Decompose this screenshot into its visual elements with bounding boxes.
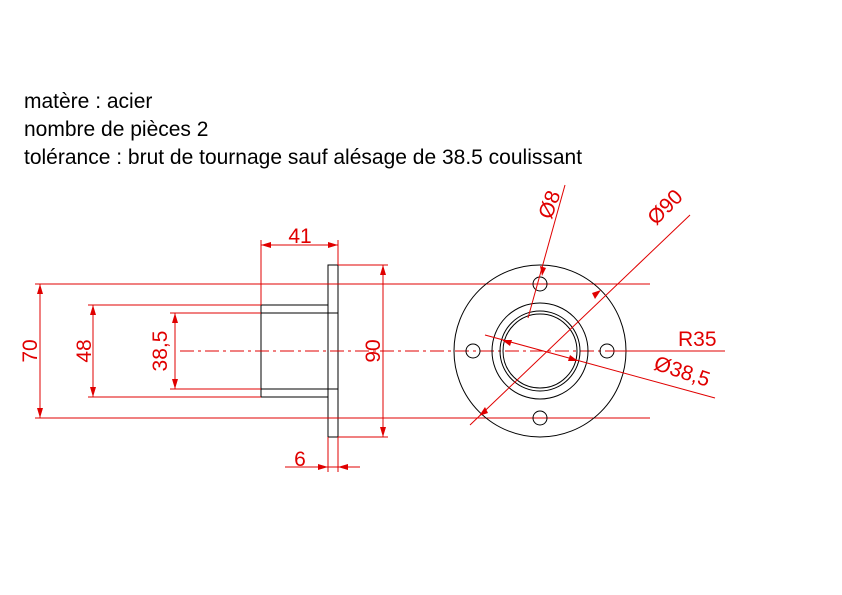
- bore-circle: [499, 310, 581, 392]
- dim-6-label: 6: [294, 448, 306, 471]
- bore-inner-circle: [502, 313, 578, 389]
- dim-48: 48: [73, 305, 96, 397]
- dim-dia-8-label: Ø8: [534, 188, 565, 222]
- dim-90-side-label: 90: [362, 339, 385, 362]
- dim-70: 70: [19, 284, 43, 418]
- dim-41-label: 41: [288, 225, 311, 248]
- dim-38-5: 38,5: [149, 313, 178, 389]
- dim-70-label: 70: [19, 339, 42, 362]
- tube-outer-circle: [491, 302, 589, 400]
- dim-r35-label: R35: [678, 328, 717, 351]
- dim-dia-90-label: Ø90: [643, 185, 687, 229]
- dim-41: 41: [260, 225, 339, 305]
- dim-48-label: 48: [73, 339, 96, 362]
- extension-lines: [35, 264, 650, 438]
- note-tolerance: tolérance : brut de tournage sauf alésag…: [24, 146, 583, 169]
- dim-6: 6: [285, 437, 360, 472]
- bolt-hole-bottom: [532, 410, 548, 426]
- dim-dia-8: Ø8: [527, 184, 565, 319]
- bolt-hole-top: [532, 276, 548, 292]
- dim-dia-38-5-label: Ø38,5: [651, 352, 713, 392]
- dim-90-side: 90: [362, 265, 386, 437]
- note-material: matère : acier: [24, 90, 153, 113]
- drawing-notes: matère : acier nombre de pièces 2 toléra…: [24, 88, 582, 172]
- dim-38-5-label: 38,5: [149, 331, 172, 372]
- note-quantity: nombre de pièces 2: [24, 118, 209, 141]
- dim-r35: R35: [607, 328, 725, 352]
- dim-dia-90: Ø90: [469, 185, 691, 426]
- bolt-hole-left: [465, 343, 481, 359]
